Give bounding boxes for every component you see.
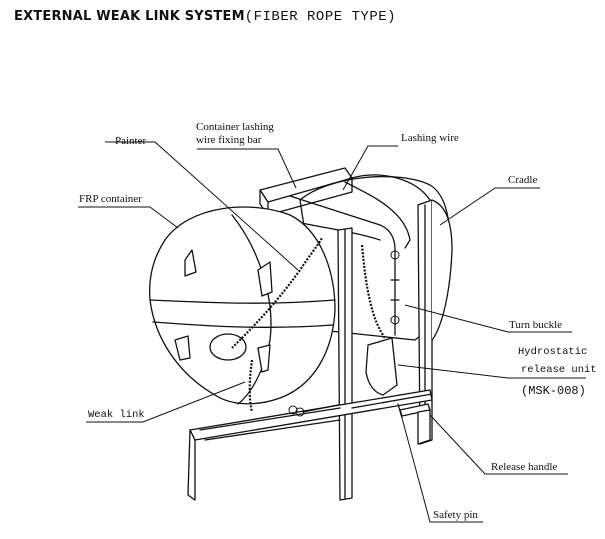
container-opening-2 bbox=[257, 261, 273, 297]
container-band-upper bbox=[149, 299, 336, 304]
leader-hru bbox=[397, 364, 586, 379]
cradle-base-rail-left bbox=[187, 429, 196, 501]
leader-release-handle bbox=[429, 414, 568, 475]
container-port bbox=[209, 333, 247, 361]
lashing-wire bbox=[289, 181, 411, 251]
label-frp-container: FRP container bbox=[79, 193, 142, 205]
weak-link-rope bbox=[302, 404, 339, 413]
turnbuckle-hook bbox=[390, 250, 400, 260]
label-lashing-bar-line1: Container lashing bbox=[196, 121, 274, 133]
label-hru-model: (MSK-008) bbox=[521, 384, 586, 398]
frp-container bbox=[149, 206, 336, 405]
release-handle-post bbox=[417, 409, 431, 445]
label-hru-line2: release unit bbox=[521, 364, 597, 376]
leader-lashing-bar bbox=[197, 148, 297, 189]
turnbuckle-eye bbox=[390, 315, 400, 325]
leader-turn-buckle bbox=[404, 304, 572, 333]
painter-line bbox=[231, 237, 323, 349]
container-band-lower bbox=[152, 321, 334, 328]
container-seam bbox=[231, 214, 272, 405]
label-lashing-bar-line2: wire fixing bar bbox=[196, 134, 262, 146]
label-lashing-wire: Lashing wire bbox=[401, 132, 459, 144]
weak-link-chain bbox=[248, 359, 254, 413]
label-turn-buckle: Turn buckle bbox=[509, 319, 563, 331]
container-opening-3 bbox=[174, 335, 191, 361]
base-rail-edges bbox=[199, 407, 341, 441]
fixing-bar-edge bbox=[267, 177, 353, 216]
safety-pin bbox=[397, 403, 403, 419]
leader-cradle bbox=[439, 187, 540, 226]
cradle-rear-upright bbox=[431, 199, 453, 341]
cradle-chain bbox=[360, 244, 386, 339]
turn-buckle bbox=[390, 249, 400, 336]
leader-frp-container bbox=[78, 206, 179, 229]
leader-painter bbox=[105, 141, 299, 271]
hydrostatic-release-unit bbox=[365, 337, 398, 396]
label-painter: Painter bbox=[115, 135, 147, 147]
base-rail-right bbox=[351, 393, 433, 409]
container-opening-4 bbox=[257, 344, 271, 373]
leader-lashing-wire bbox=[342, 145, 398, 191]
label-release-handle: Release handle bbox=[491, 461, 558, 473]
container-opening-1 bbox=[184, 249, 197, 277]
diagram-title: EXTERNAL WEAK LINK SYSTEM(FIBER ROPE TYP… bbox=[14, 9, 396, 25]
label-hru-line1: Hydrostatic bbox=[518, 346, 588, 358]
leader-safety-pin bbox=[401, 417, 483, 523]
label-cradle: Cradle bbox=[508, 174, 538, 186]
label-safety-pin: Safety pin bbox=[433, 509, 478, 521]
label-weak-link: Weak link bbox=[88, 409, 145, 421]
leader-weak-link bbox=[86, 381, 246, 423]
title-subtitle: (FIBER ROPE TYPE) bbox=[244, 9, 397, 25]
title-main: EXTERNAL WEAK LINK SYSTEM bbox=[14, 9, 245, 24]
weak-link-shackle-1 bbox=[288, 405, 298, 415]
